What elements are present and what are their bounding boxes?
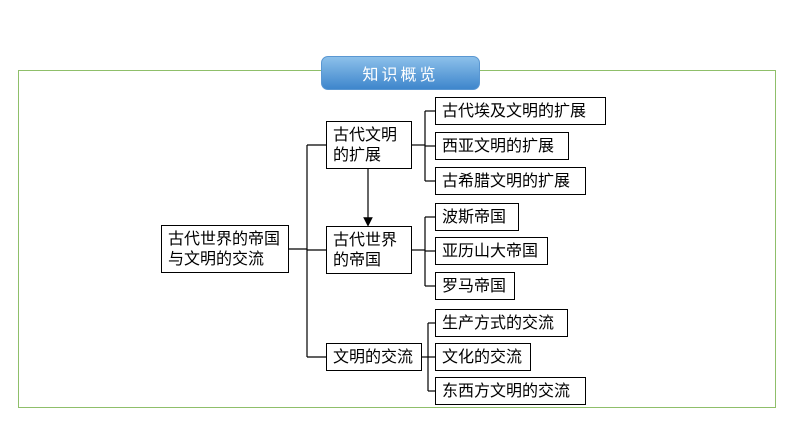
leaf-egypt-expansion: 古代埃及文明的扩展: [435, 97, 606, 125]
leaf-west-asia-expansion: 西亚文明的扩展: [435, 132, 569, 160]
leaf-roman-empire: 罗马帝国: [435, 272, 515, 300]
root-node: 古代世界的帝国与文明的交流: [161, 225, 289, 273]
leaf-production-exchange: 生产方式的交流: [435, 309, 568, 337]
leaf-culture-exchange: 文化的交流: [435, 343, 531, 371]
branch-node-exchange: 文明的交流: [326, 343, 422, 371]
overview-title: 知识概览: [321, 56, 480, 90]
branch-node-empires: 古代世界的帝国: [326, 226, 412, 274]
leaf-persian-empire: 波斯帝国: [435, 203, 519, 231]
branch-node-expansion: 古代文明的扩展: [326, 121, 412, 169]
leaf-greece-expansion: 古希腊文明的扩展: [435, 167, 586, 195]
leaf-east-west-exchange: 东西方文明的交流: [435, 377, 586, 405]
leaf-alexander-empire: 亚历山大帝国: [435, 237, 548, 265]
